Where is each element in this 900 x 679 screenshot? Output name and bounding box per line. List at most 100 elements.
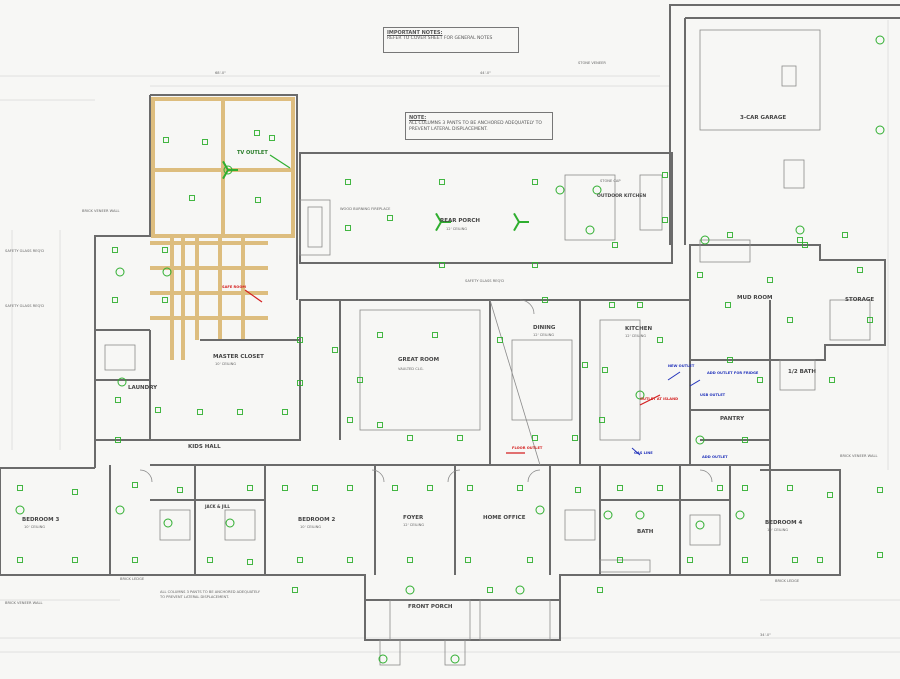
label-safety-glass-2: SAFETY GLASS REQ'D	[5, 304, 45, 308]
ceiling-fan-icon	[117, 377, 127, 387]
ceiling-fan-icon	[875, 125, 885, 135]
room-garage: 3-CAR GARAGE	[740, 115, 787, 121]
light-fixture-icon	[787, 317, 793, 323]
light-fixture-icon	[532, 179, 538, 185]
ceiling-fan-icon	[695, 520, 705, 530]
light-fixture-icon	[612, 242, 618, 248]
room-mud-room: MUD ROOM	[737, 295, 773, 301]
light-fixture-icon	[877, 552, 883, 558]
light-fixture-icon	[207, 557, 213, 563]
room-kitchen: KITCHEN	[625, 326, 653, 332]
light-fixture-icon	[387, 215, 393, 221]
room-bedroom-3: BEDROOM 3	[22, 517, 60, 523]
light-fixture-icon	[542, 297, 548, 303]
label-ceiling-bedroom-2: 10' CEILING	[300, 525, 322, 529]
light-fixture-icon	[727, 232, 733, 238]
light-fixture-icon	[617, 485, 623, 491]
light-fixture-icon	[17, 485, 23, 491]
light-fixture-icon	[597, 587, 603, 593]
room-rear-porch: REAR PORCH	[440, 218, 480, 224]
blue-markup-add-outlet: ADD OUTLET	[702, 455, 728, 459]
label-ceiling-master-closet: 10' CEILING	[215, 362, 237, 366]
light-fixture-icon	[637, 302, 643, 308]
light-fixture-icon	[532, 435, 538, 441]
column-anchor-note-box: NOTE: ALL COLUMNS 3 PANTS TO BE ANCHORED…	[405, 112, 553, 140]
label-brick-ledge-right: BRICK LEDGE	[775, 579, 800, 583]
light-fixture-icon	[465, 557, 471, 563]
light-fixture-icon	[427, 485, 433, 491]
ceiling-fan-icon	[378, 654, 388, 664]
dimension-left: 68'-0"	[215, 71, 226, 75]
light-fixture-icon	[407, 557, 413, 563]
ceiling-fan-icon	[555, 185, 565, 195]
label-wood-burning-fireplace: WOOD BURNING FIREPLACE	[340, 207, 391, 211]
light-fixture-icon	[657, 337, 663, 343]
column-anchor-note-title: NOTE:	[409, 115, 427, 121]
light-fixture-icon	[532, 262, 538, 268]
room-half-bath: 1/2 BATH	[788, 369, 816, 375]
room-foyer: FOYER	[403, 515, 424, 521]
light-fixture-icon	[377, 422, 383, 428]
label-ceiling-dining: 12' CEILING	[533, 333, 555, 337]
light-fixture-icon	[115, 397, 121, 403]
label-brick-veneer-left: BRICK VENEER WALL	[5, 601, 43, 605]
room-home-office: HOME OFFICE	[483, 515, 526, 521]
light-fixture-icon	[347, 485, 353, 491]
light-fixture-icon	[717, 485, 723, 491]
ceiling-fan-icon	[592, 185, 602, 195]
light-fixture-icon	[155, 407, 161, 413]
fan-blade-icon	[513, 212, 520, 223]
light-fixture-icon	[575, 487, 581, 493]
light-fixture-icon	[332, 347, 338, 353]
light-fixture-icon	[697, 272, 703, 278]
light-fixture-icon	[202, 139, 208, 145]
dimension-middle: 44'-0"	[480, 71, 491, 75]
light-fixture-icon	[17, 557, 23, 563]
light-fixture-icon	[867, 317, 873, 323]
label-ceiling-bedroom-3: 10' CEILING	[24, 525, 46, 529]
fan-blade-icon	[435, 212, 442, 223]
room-laundry: LAUNDRY	[128, 385, 158, 391]
light-fixture-icon	[237, 409, 243, 415]
light-fixture-icon	[582, 362, 588, 368]
light-fixture-icon	[609, 302, 615, 308]
label-brick-veneer-top: BRICK VENEER WALL	[82, 209, 120, 213]
important-notes-box: IMPORTANT NOTES: REFER TO COVER SHEET FO…	[383, 27, 519, 53]
light-fixture-icon	[727, 357, 733, 363]
ceiling-fan-icon	[603, 510, 613, 520]
label-ceiling-rear-porch: 12' CEILING	[446, 227, 468, 231]
room-dining: DINING	[533, 325, 556, 331]
label-safety-glass-1: SAFETY GLASS REQ'D	[5, 249, 45, 253]
red-markup-floor-outlet: FLOOR OUTLET	[512, 446, 543, 450]
light-fixture-icon	[162, 247, 168, 253]
light-fixture-icon	[407, 435, 413, 441]
light-fixture-icon	[792, 557, 798, 563]
light-fixture-icon	[432, 332, 438, 338]
light-fixture-icon	[292, 587, 298, 593]
light-fixture-icon	[725, 302, 731, 308]
red-markup-island-outlet: OUTLET AT ISLAND	[640, 397, 679, 401]
light-fixture-icon	[817, 557, 823, 563]
light-fixture-icon	[392, 485, 398, 491]
light-fixture-icon	[297, 557, 303, 563]
fan-blade-icon	[435, 221, 442, 232]
light-fixture-icon	[787, 485, 793, 491]
light-fixture-icon	[247, 485, 253, 491]
footer-column-note: ALL COLUMNS 3 PANTS TO BE ANCHORED ADEQU…	[160, 590, 260, 599]
room-outdoor-kitchen: OUTDOOR KITCHEN	[597, 194, 647, 199]
room-bedroom-2: BEDROOM 2	[298, 517, 336, 523]
ceiling-fan-icon	[635, 510, 645, 520]
light-fixture-icon	[377, 332, 383, 338]
ceiling-fan-icon	[162, 267, 172, 277]
light-fixture-icon	[757, 377, 763, 383]
light-fixture-icon	[197, 409, 203, 415]
light-fixture-icon	[282, 485, 288, 491]
light-fixture-icon	[827, 492, 833, 498]
room-jack-jill: JACK & JILL	[205, 504, 230, 509]
important-notes-title: IMPORTANT NOTES:	[387, 30, 443, 36]
tv-outlet-callout: TV OUTLET	[237, 150, 268, 156]
blue-markup-gas-line: GAS LINE	[634, 451, 653, 455]
light-fixture-icon	[269, 135, 275, 141]
ceiling-fan-icon	[15, 505, 25, 515]
